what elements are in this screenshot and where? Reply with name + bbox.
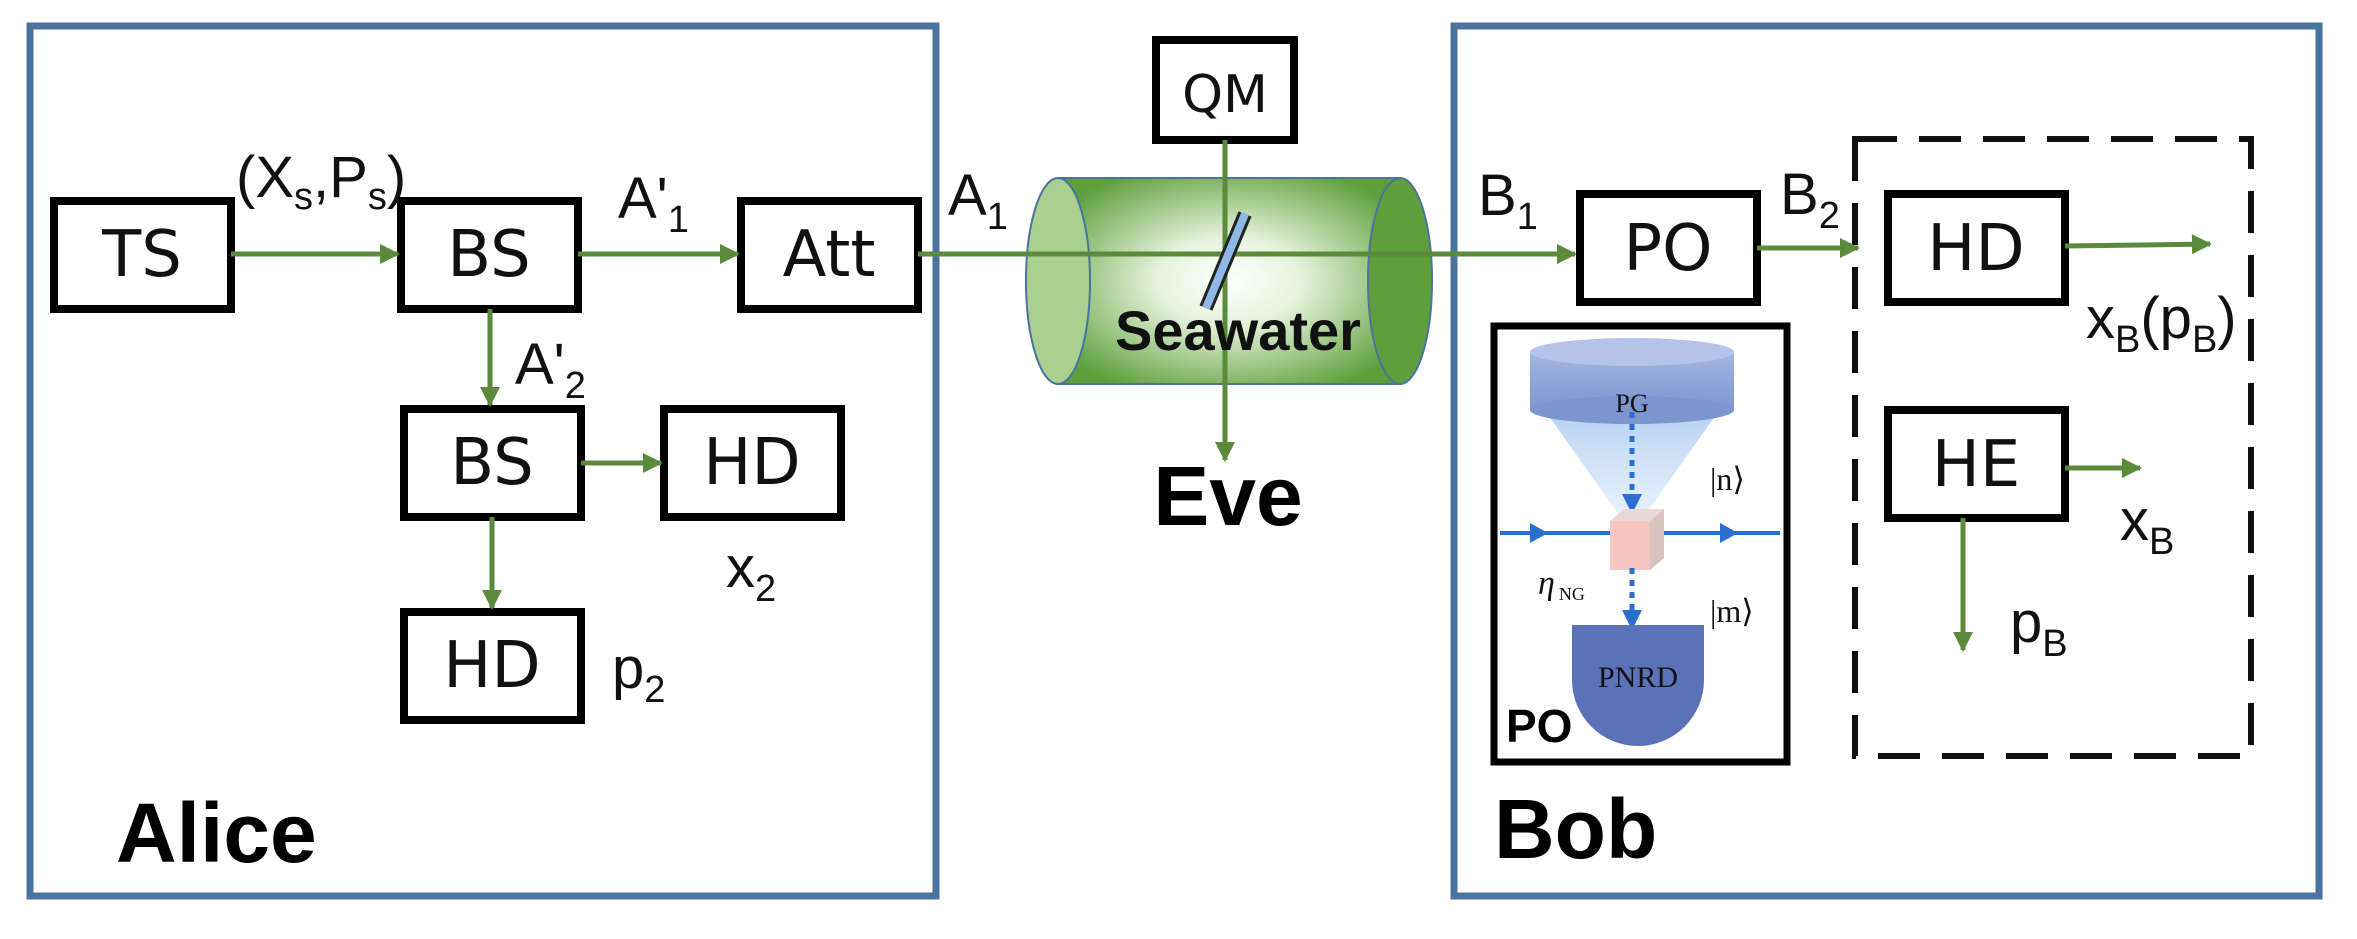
label-xb: xB — [2120, 488, 2174, 563]
bs2-label: BS — [450, 426, 533, 500]
hd-p-label: HD — [443, 629, 540, 703]
bs1-label: BS — [447, 218, 530, 292]
ts-label: TS — [101, 218, 182, 292]
bs2-box: BS — [400, 405, 585, 521]
seawater-label: Seawater — [1115, 299, 1361, 362]
seawater-channel — [1025, 177, 1433, 385]
po-box: PO — [1576, 190, 1761, 306]
hd-p-box: HD — [400, 608, 585, 724]
ket-n: |n⟩ — [1710, 461, 1745, 497]
po-label: PO — [1624, 212, 1713, 286]
bs1-box: BS — [397, 197, 582, 313]
eve-label: Eve — [1153, 449, 1302, 543]
qm-box: QM — [1152, 36, 1298, 144]
bob-hd-box: HD — [1884, 190, 2069, 306]
label-b1: B1 — [1478, 163, 1538, 238]
label-a1-prime: A'1 — [618, 166, 689, 241]
label-xs-ps: (Xs,Ps) — [236, 145, 406, 218]
bob-he-label: HE — [1932, 428, 2021, 502]
ts-box: TS — [50, 197, 235, 313]
label-a1: A1 — [948, 163, 1008, 238]
label-p2: p2 — [612, 636, 665, 711]
alice-panel — [26, 22, 940, 900]
label-xb-pb: xB(pB) — [2086, 286, 2237, 361]
detection-dashed-box — [1852, 136, 2254, 759]
hd-x-label: HD — [703, 426, 800, 500]
arrow-hd-out — [2064, 234, 2212, 255]
bob-panel — [1450, 22, 2323, 900]
att-label: Att — [783, 218, 876, 292]
bob-hd-label: HD — [1927, 212, 2024, 286]
label-a2-prime: A'2 — [515, 332, 586, 407]
label-b2: B2 — [1780, 162, 1840, 237]
label-x2: x2 — [726, 535, 776, 610]
qm-label: QM — [1182, 65, 1268, 125]
hd-x-box: HD — [660, 405, 845, 521]
beam-splitter-cube — [1610, 509, 1664, 570]
alice-title: Alice — [116, 786, 317, 880]
inset-caption: PO — [1506, 700, 1572, 752]
att-box: Att — [737, 197, 922, 313]
pnrd-label: PNRD — [1598, 661, 1678, 694]
label-pb: pB — [2010, 590, 2068, 665]
ket-m: |m⟩ — [1710, 593, 1754, 629]
bob-title: Bob — [1494, 782, 1657, 876]
pnrd-detector — [1572, 625, 1704, 746]
bob-he-box: HE — [1884, 406, 2069, 522]
pg-source — [1530, 338, 1734, 424]
